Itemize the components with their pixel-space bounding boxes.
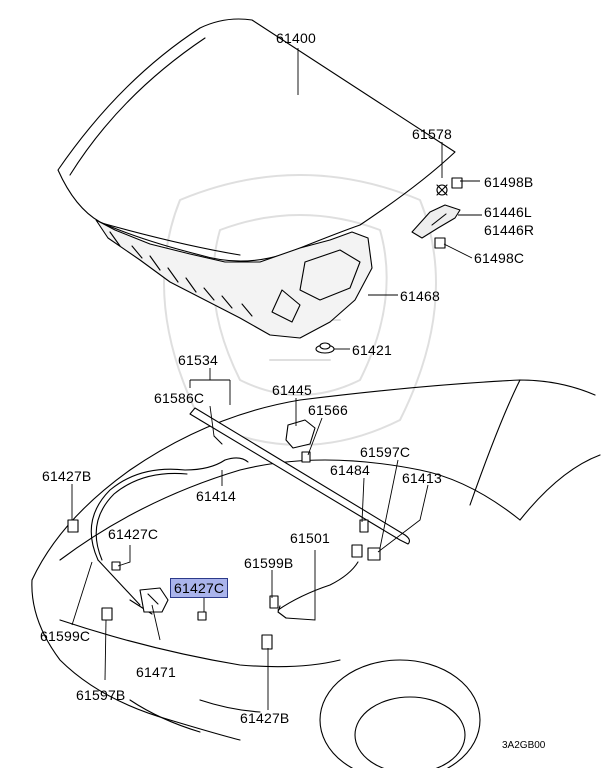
prop-rod [189, 407, 410, 545]
part-label-61484[interactable]: 61484 [330, 462, 370, 478]
part-label-61445[interactable]: 61445 [272, 382, 312, 398]
part-label-61446r[interactable]: 61446R [484, 222, 535, 238]
part-label-61413[interactable]: 61413 [402, 470, 442, 486]
part-label-61427c-highlighted[interactable]: 61427C [170, 578, 229, 598]
part-label-61421[interactable]: 61421 [352, 342, 392, 358]
diagram-code: 3A2GB00 [502, 740, 546, 751]
part-label-61599b[interactable]: 61599B [244, 555, 294, 571]
part-61445 [285, 419, 316, 449]
hood-latch [139, 587, 169, 613]
part-label-61578[interactable]: 61578 [412, 126, 452, 142]
part-label-61427c-left[interactable]: 61427C [108, 526, 159, 542]
leader-lines [71, 48, 482, 710]
part-label-61498c[interactable]: 61498C [474, 250, 525, 266]
fasteners [67, 451, 381, 650]
hood-panel [57, 18, 456, 262]
part-label-61427b-bottom[interactable]: 61427B [240, 710, 290, 726]
part-label-61597b[interactable]: 61597B [76, 687, 126, 703]
part-label-61566[interactable]: 61566 [308, 402, 348, 418]
part-label-61599c[interactable]: 61599C [40, 628, 91, 644]
hood-insulator [95, 219, 373, 339]
car-body [31, 379, 601, 768]
hood-hinge [411, 177, 463, 249]
part-label-61586c[interactable]: 61586C [154, 390, 205, 406]
part-label-61597c[interactable]: 61597C [360, 444, 411, 460]
cable-61501 [277, 561, 359, 611]
part-label-61446l[interactable]: 61446L [484, 204, 532, 220]
part-label-61400[interactable]: 61400 [276, 30, 316, 46]
part-label-61471[interactable]: 61471 [136, 664, 176, 680]
part-label-61498b[interactable]: 61498B [484, 174, 534, 190]
part-label-61501[interactable]: 61501 [290, 530, 330, 546]
part-label-61534[interactable]: 61534 [178, 352, 218, 368]
part-label-61414[interactable]: 61414 [196, 488, 236, 504]
part-label-61427b-top[interactable]: 61427B [42, 468, 92, 484]
part-label-61468[interactable]: 61468 [400, 288, 440, 304]
